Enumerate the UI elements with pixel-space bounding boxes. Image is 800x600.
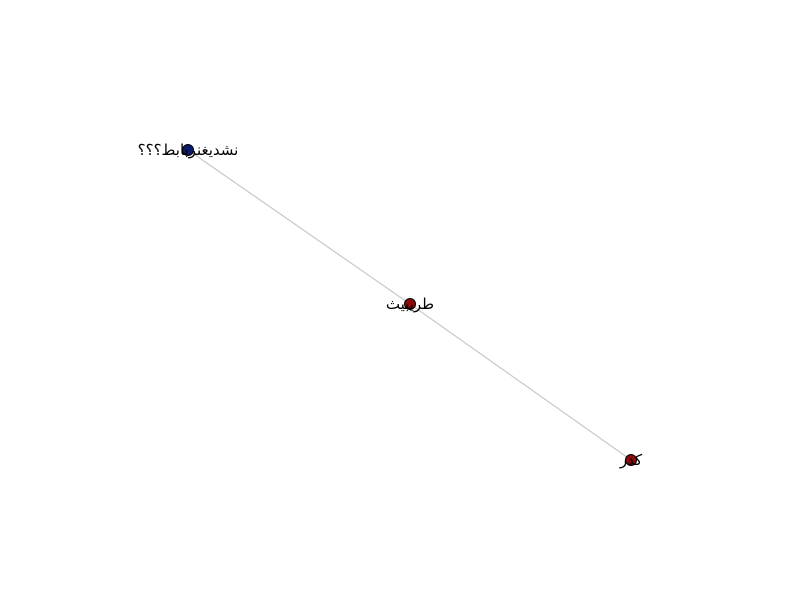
node-label-n3: كدر (619, 451, 643, 469)
edge-n1-n2 (187, 149, 411, 305)
node-n3 (625, 454, 637, 466)
node-label-n2: طريبيث (386, 295, 434, 313)
node-label-n1: نشديغنربابط؟؟؟ (138, 141, 239, 159)
labels-layer: نشديغنربابط؟؟؟ طريبيث كدر (138, 141, 643, 469)
edge-n2-n3 (409, 303, 632, 461)
edges-layer (187, 149, 632, 461)
nodes-layer (182, 144, 637, 466)
node-n1 (182, 144, 194, 156)
node-n2 (404, 298, 416, 310)
